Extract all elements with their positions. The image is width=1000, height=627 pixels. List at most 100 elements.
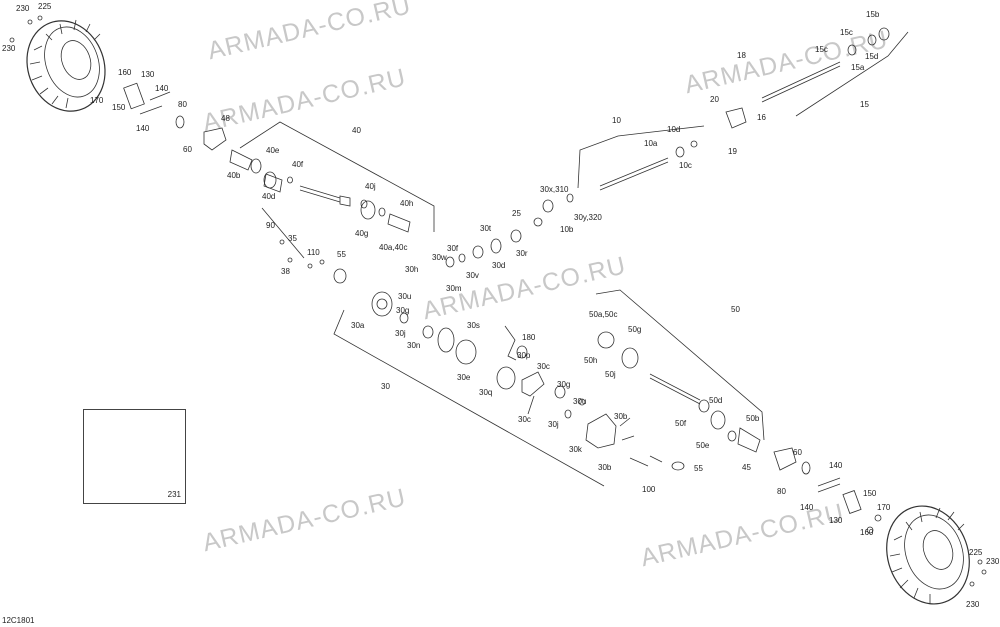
- callout-50b: 50b: [746, 414, 760, 423]
- callout-50: 50: [731, 305, 740, 314]
- callout-19: 19: [728, 147, 737, 156]
- callout-16: 16: [757, 113, 766, 122]
- callout-55-b: 55: [694, 464, 703, 473]
- callout-160-a: 160: [118, 68, 132, 77]
- callout-box-231: 231: [83, 409, 186, 504]
- callout-140-d: 140: [800, 503, 814, 512]
- callout-140-a: 140: [155, 84, 169, 93]
- callout-40e: 40e: [266, 146, 280, 155]
- callout-90: 90: [266, 221, 275, 230]
- callout-20: 20: [710, 95, 719, 104]
- callout-160-b: 160: [860, 528, 874, 537]
- callout-10a: 10a: [644, 139, 658, 148]
- callout-60-b: 60: [793, 448, 802, 457]
- callout-30f: 30f: [447, 244, 459, 253]
- callout-40h: 40h: [400, 199, 414, 208]
- callout-15c-b: 15c: [815, 45, 828, 54]
- callout-30g-a: 30g: [396, 306, 410, 315]
- callout-180: 180: [522, 333, 536, 342]
- callout-25: 25: [512, 209, 521, 218]
- callout-150-a: 150: [112, 103, 126, 112]
- callout-15d: 15d: [865, 52, 879, 61]
- callout-40g: 40g: [355, 229, 369, 238]
- left-tire: [26, 19, 106, 112]
- callout-30j-b: 30j: [548, 420, 559, 429]
- callout-10d: 10d: [667, 125, 681, 134]
- callout-30y-320: 30y,320: [574, 213, 602, 222]
- callout-230-d: 230: [966, 600, 980, 609]
- callout-30: 30: [381, 382, 390, 391]
- callout-230-c: 230: [986, 557, 1000, 566]
- callout-15: 15: [860, 100, 869, 109]
- callout-30r: 30r: [516, 249, 528, 258]
- callout-40j: 40j: [365, 182, 376, 191]
- callout-30c-b: 30c: [518, 415, 531, 424]
- callout-225-a: 225: [38, 2, 52, 11]
- callout-38: 38: [281, 267, 290, 276]
- callout-30v: 30v: [466, 271, 479, 280]
- callout-110: 110: [307, 248, 320, 257]
- callout-80-a: 80: [178, 100, 187, 109]
- callout-30k: 30k: [569, 445, 582, 454]
- callout-30b-b: 30b: [598, 463, 612, 472]
- callout-10: 10: [612, 116, 621, 125]
- callout-15b: 15b: [866, 10, 880, 19]
- callout-30g-b: 30g: [557, 380, 571, 389]
- callout-230-a: 230: [16, 4, 30, 13]
- right-tire: [886, 505, 970, 605]
- callout-45: 45: [742, 463, 751, 472]
- callout-80-b: 80: [777, 487, 786, 496]
- callout-15a: 15a: [851, 63, 865, 72]
- callout-15c-a: 15c: [840, 28, 853, 37]
- callout-30d: 30d: [492, 261, 506, 270]
- callout-130-b: 130: [829, 516, 843, 525]
- callout-30w: 30w: [432, 253, 447, 262]
- callout-30b-a: 30b: [614, 412, 628, 421]
- callout-30h: 30h: [405, 265, 419, 274]
- callout-30x-310: 30x,310: [540, 185, 569, 194]
- callout-30u-b: 30u: [573, 397, 587, 406]
- reference-code: 12C1801: [2, 616, 35, 625]
- callout-100: 100: [642, 485, 656, 494]
- callout-30n: 30n: [407, 341, 421, 350]
- callout-60-a: 60: [183, 145, 192, 154]
- callout-40f: 40f: [292, 160, 304, 169]
- callout-35: 35: [288, 234, 297, 243]
- callout-50a-50c: 50a,50c: [589, 310, 618, 319]
- callout-30j-a: 30j: [395, 329, 406, 338]
- callout-48: 48: [221, 114, 230, 123]
- callout-150-b: 150: [863, 489, 877, 498]
- callout-30q: 30q: [479, 388, 493, 397]
- callout-50f: 50f: [675, 419, 687, 428]
- callout-40d: 40d: [262, 192, 276, 201]
- callout-50j: 50j: [605, 370, 616, 379]
- callout-18: 18: [737, 51, 746, 60]
- callout-170-b: 170: [877, 503, 891, 512]
- callout-30t: 30t: [480, 224, 492, 233]
- callout-50d: 50d: [709, 396, 723, 405]
- callout-50e: 50e: [696, 441, 710, 450]
- callout-50h: 50h: [584, 356, 598, 365]
- callout-230-b: 230: [2, 44, 16, 53]
- callout-30c-a: 30c: [537, 362, 550, 371]
- callout-40a-40c: 40a,40c: [379, 243, 408, 252]
- callout-40b: 40b: [227, 171, 241, 180]
- callout-50g: 50g: [628, 325, 642, 334]
- callout-140-b: 140: [136, 124, 150, 133]
- callout-130-a: 130: [141, 70, 155, 79]
- callout-170-a: 170: [90, 96, 104, 105]
- callout-55-a: 55: [337, 250, 346, 259]
- callout-30p: 30p: [517, 351, 531, 360]
- box-label: 231: [167, 490, 181, 499]
- callout-30a: 30a: [351, 321, 365, 330]
- callout-10c: 10c: [679, 161, 692, 170]
- callout-30u-a: 30u: [398, 292, 412, 301]
- callout-30m: 30m: [446, 284, 462, 293]
- callout-140-c: 140: [829, 461, 843, 470]
- callout-225-b: 225: [969, 548, 983, 557]
- callout-40: 40: [352, 126, 361, 135]
- callout-10b: 10b: [560, 225, 574, 234]
- callout-30s: 30s: [467, 321, 480, 330]
- callout-30e: 30e: [457, 373, 471, 382]
